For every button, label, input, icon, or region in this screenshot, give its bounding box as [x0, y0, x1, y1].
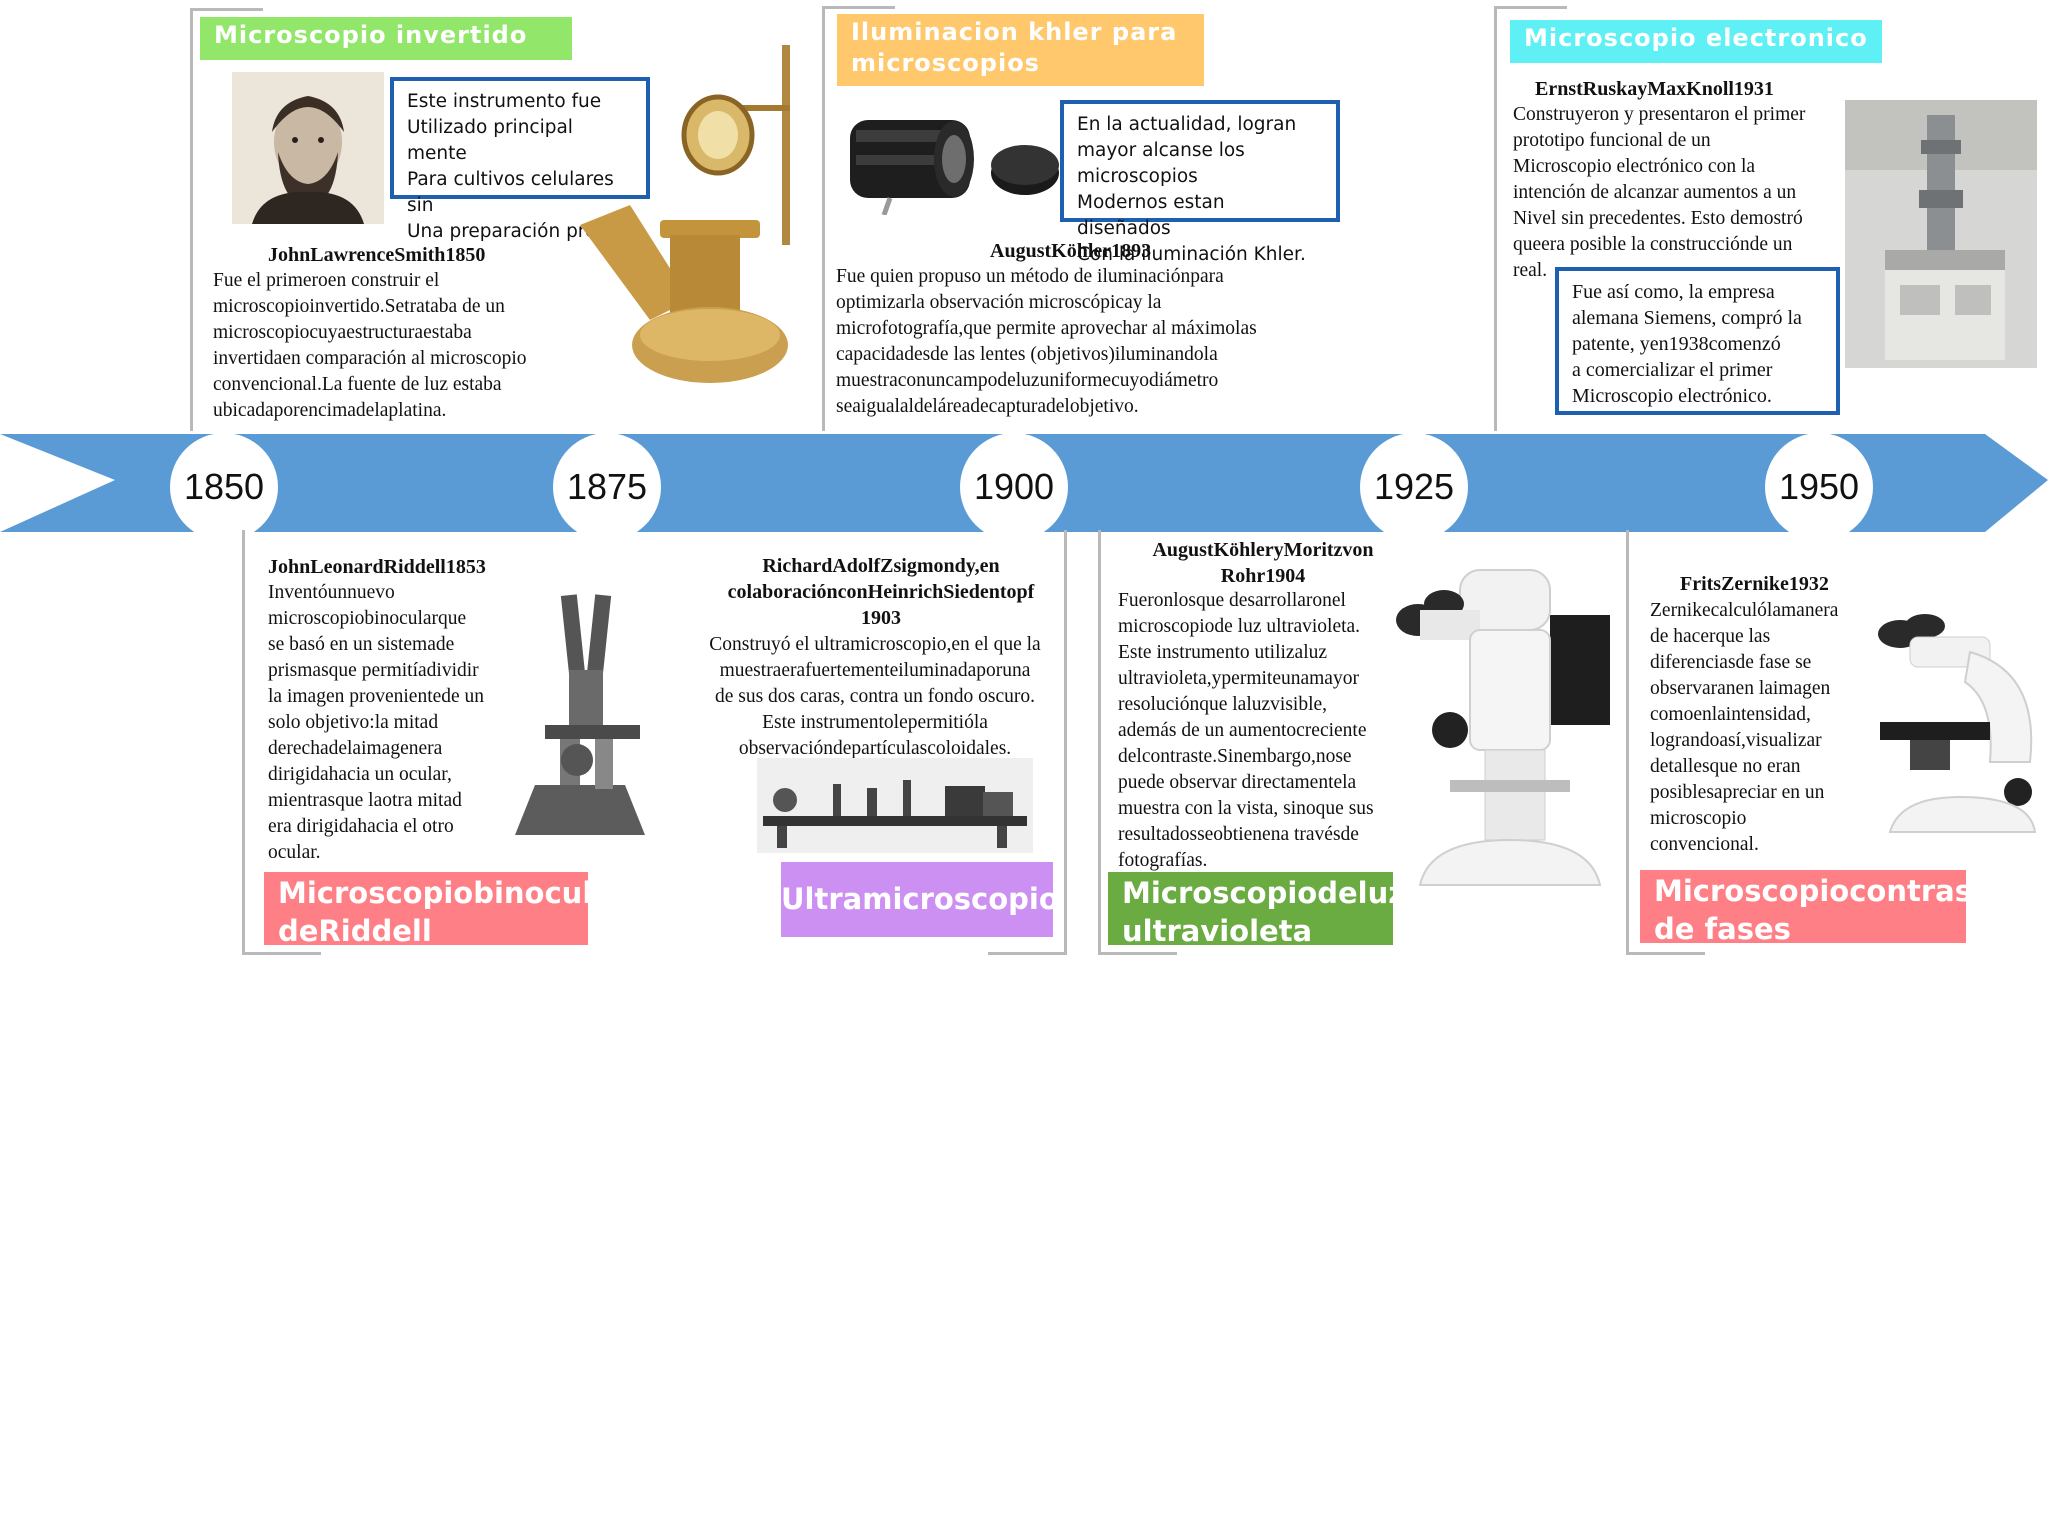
inverted-microscope-photo	[570, 45, 795, 390]
frame-electron	[1494, 6, 1567, 431]
label-contraste-fases: Microscopiocontraste de fases	[1640, 870, 2006, 946]
binocular-microscope-engraving	[505, 585, 655, 840]
text-kohler: Fue quien propuso un método de iluminaci…	[836, 266, 1257, 417]
ultramicroscope-bench-photo	[757, 758, 1033, 853]
text-riddell: Inventóunnuevo microscopiobinocularque s…	[268, 582, 485, 863]
phase-contrast-microscope-photo	[1870, 612, 2045, 837]
text-ultramicroscopio: Construyó el ultramicroscopio,en el que …	[709, 634, 1041, 759]
title-john-leonard-riddell: JohnLeonardRiddell1853	[268, 556, 486, 578]
label-binocular-riddell: Microscopiobinocular deRiddell	[264, 872, 626, 948]
frame-uv	[1098, 530, 1177, 955]
year-1950: 1950	[1765, 433, 1873, 541]
frame-kohler	[822, 6, 895, 431]
portrait-photo	[232, 72, 384, 224]
year-1875: 1875	[553, 433, 661, 541]
condenser-lens-photo	[850, 95, 1060, 216]
title-zsigmondy: RichardAdolfZsigmondy,en colaboracióncon…	[727, 555, 1035, 629]
title-frits-zernike: FritsZernike1932	[1680, 573, 1829, 595]
year-1900: 1900	[960, 433, 1068, 541]
header-iluminacion-kohler: Iluminacion khler para microscopios	[837, 14, 1204, 86]
title-august-kohler: AugustKöhler1893	[990, 240, 1152, 262]
header-microscopio-electronico: Microscopio electronico	[1510, 20, 1882, 63]
label-microscopio-uv: Microscopiodeluz ultravioleta	[1108, 872, 1405, 948]
callout-kohler: En la actualidad, logran mayor alcanse l…	[1060, 100, 1340, 265]
title-john-lawrence-smith: JohnLawrenceSmith1850	[268, 244, 486, 266]
text-inverted: Fue el primeroen construir el microscopi…	[213, 270, 527, 421]
callout-inverted: Este instrumento fue Utilizado principal…	[390, 77, 650, 242]
frame-ultra	[988, 530, 1067, 955]
uv-microscope-photo	[1390, 540, 1630, 905]
frame-zernike	[1626, 530, 1705, 955]
header-microscopio-invertido: Microscopio invertido	[200, 17, 572, 60]
title-ruska-knoll: ErnstRuskayMaxKnoll1931	[1535, 78, 1774, 100]
text-electron: Construyeron y presentaron el primer pro…	[1513, 104, 1806, 281]
frame-riddell	[242, 530, 321, 955]
year-1850: 1850	[170, 433, 278, 541]
title-kohler-rohr: AugustKöhleryMoritzvon Rohr1904	[1152, 539, 1374, 587]
callout-electron: Fue así como, la empresa alemana Siemens…	[1555, 267, 1840, 415]
frame-inverted	[190, 8, 263, 431]
text-uv: Fueronlosque desarrollaronel microscopio…	[1118, 590, 1374, 871]
year-1925: 1925	[1360, 433, 1468, 541]
electron-microscope-photo	[1845, 100, 2037, 368]
text-zernike: Zernikecalculólamanera de hacerque las d…	[1650, 600, 1839, 855]
label-ultramicroscopio: Ultramicroscopio	[781, 862, 1059, 937]
